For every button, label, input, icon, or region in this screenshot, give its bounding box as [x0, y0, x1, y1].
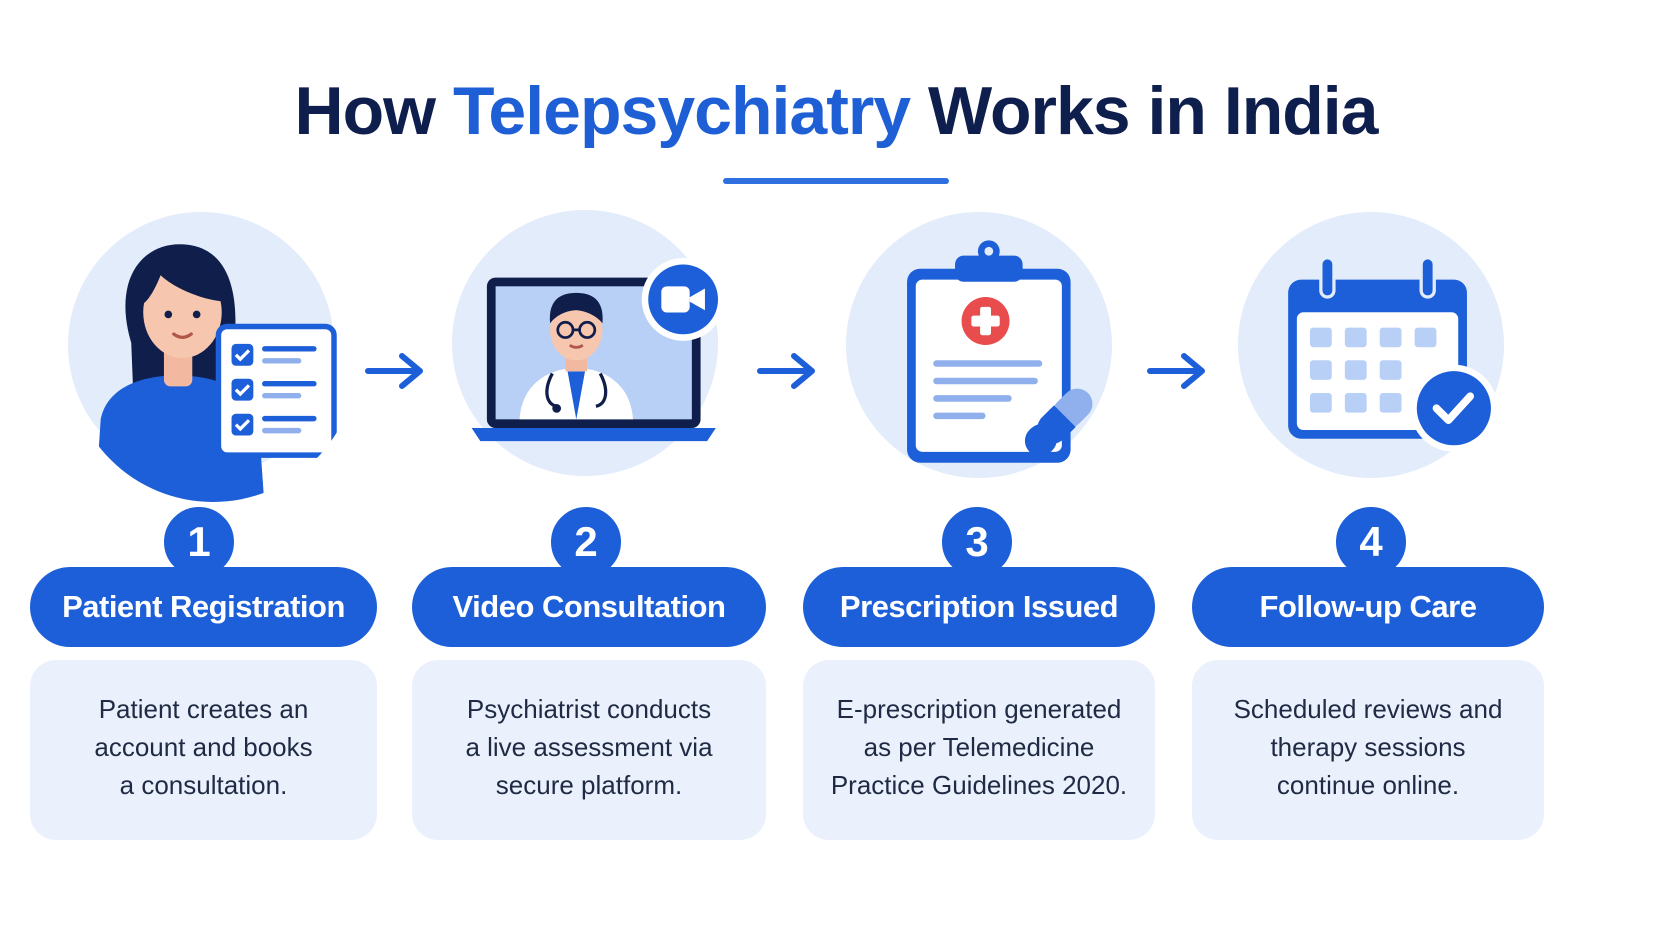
step-4: 4 Follow-up Care Scheduled reviews and t… [0, 0, 1544, 940]
step-2: 2 Video Consultation Psychiatrist conduc… [0, 0, 766, 940]
page-title: How Telepsychiatry Works in India [0, 72, 1672, 150]
title-part-2: Works in India [910, 73, 1378, 149]
step-2-description-line-2: a live assessment via [465, 732, 713, 762]
step-4-description: Scheduled reviews and therapy sessions c… [1192, 660, 1544, 840]
title-accent: Telepsychiatry [452, 73, 911, 149]
step-3-description-line-1: E-prescription generated [836, 694, 1122, 724]
step-1: 1 Patient Registration Patient creates a… [0, 0, 380, 940]
calendar-check-icon [1288, 256, 1498, 452]
step-1-title: Patient Registration [30, 567, 377, 647]
clipboard-prescription-icon [907, 240, 1093, 463]
arrow-right-icon [757, 353, 815, 389]
step-2-title: Video Consultation [412, 567, 766, 647]
patient-checklist-icon [95, 244, 337, 502]
step-3-description-line-3: Practice Guidelines 2020. [830, 770, 1128, 800]
step-4-description-line-2: therapy sessions [1270, 732, 1466, 762]
step-4-illustration [1238, 212, 1504, 478]
step-3-description-line-2: as per Telemedicine [863, 732, 1095, 762]
step-2-description-line-3: secure platform. [495, 770, 683, 800]
step-1-description: Patient creates an account and books a c… [30, 660, 377, 840]
step-2-description: Psychiatrist conducts a live assessment … [412, 660, 766, 840]
step-4-title: Follow-up Care [1192, 567, 1544, 647]
step-1-description-line-2: account and books [94, 732, 313, 762]
step-3-description: E-prescription generated as per Telemedi… [803, 660, 1155, 840]
step-2-illustration [452, 210, 725, 476]
step-4-description-line-3: continue online. [1276, 770, 1460, 800]
step-3: 3 Prescription Issued E-prescription gen… [0, 0, 1155, 940]
title-part-1: How [294, 73, 453, 149]
step-1-description-line-3: a consultation. [119, 770, 288, 800]
step-2-description-line-1: Psychiatrist conducts [466, 694, 712, 724]
step-3-illustration [846, 212, 1112, 478]
title-underline [723, 178, 949, 184]
step-1-illustration [68, 212, 337, 502]
arrow-right-icon [1147, 353, 1205, 389]
step-3-title: Prescription Issued [803, 567, 1155, 647]
doctor-video-call-icon [471, 257, 725, 442]
step-1-description-line-1: Patient creates an [98, 694, 309, 724]
arrow-right-icon [365, 353, 423, 389]
step-4-description-line-1: Scheduled reviews and [1233, 694, 1503, 724]
